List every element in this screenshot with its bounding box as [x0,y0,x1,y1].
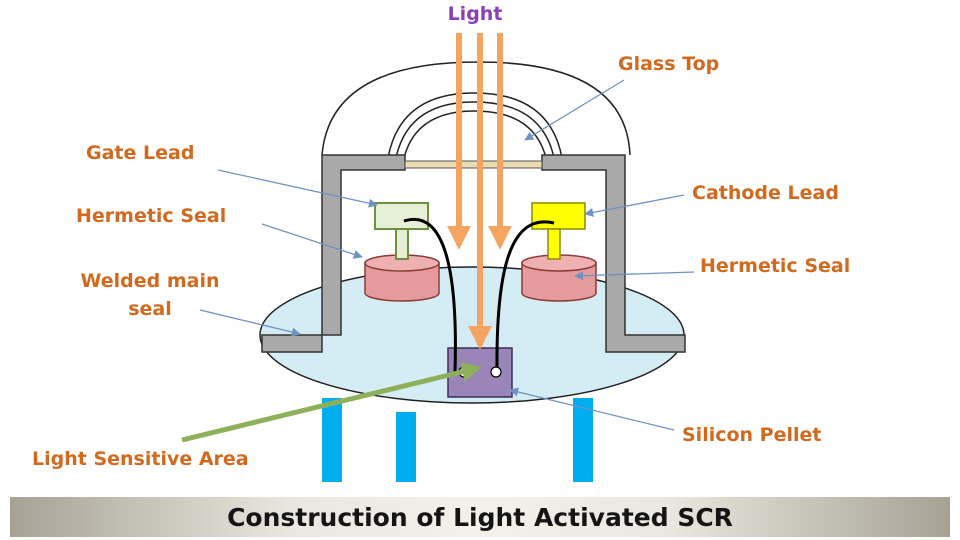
leader-gate-lead [217,169,378,208]
light-sensitive-area-pointer [181,362,482,443]
cathode-bond-wire [495,220,555,373]
leader-glass-top [524,79,625,141]
leader-silicon-pellet [509,387,675,431]
glass-top-inner-arc-3 [403,110,547,159]
glass-window [404,160,543,169]
housing-left [261,154,406,353]
pin-right [573,398,593,482]
hermetic-seal-left [364,254,440,302]
caption-bar: Construction of Light Activated SCR [10,497,950,537]
pin-left [322,398,342,482]
glass-top-inner-arc-1 [387,92,563,159]
gate-bond-wire [403,217,457,373]
glass-top-outer-dome [321,61,631,156]
gate-lead [374,202,429,260]
leader-hermetic-seal-left [261,223,363,259]
diagram-title: Construction of Light Activated SCR [227,502,733,532]
label-welded-main-seal-line1: Welded main [80,270,219,292]
label-glass-top: Glass Top [618,53,719,75]
label-hermetic-seal-left: Hermetic Seal [76,205,226,227]
label-welded-main-seal-line2: seal [128,298,172,320]
housing-right [541,154,686,353]
leader-welded-main-seal [199,309,301,337]
leader-hermetic-seal-right [574,271,695,281]
bond-pad-right [490,366,502,378]
label-light: Light [448,3,503,25]
pin-middle [396,412,416,482]
label-cathode-lead: Cathode Lead [692,182,839,204]
leader-cathode-lead [584,194,685,217]
label-light-sensitive-area: Light Sensitive Area [32,448,249,470]
hermetic-seal-right [521,254,597,302]
label-hermetic-seal-right: Hermetic Seal [700,255,850,277]
label-silicon-pellet: Silicon Pellet [682,424,822,446]
label-gate-lead: Gate Lead [86,142,194,164]
cathode-lead [531,202,586,260]
